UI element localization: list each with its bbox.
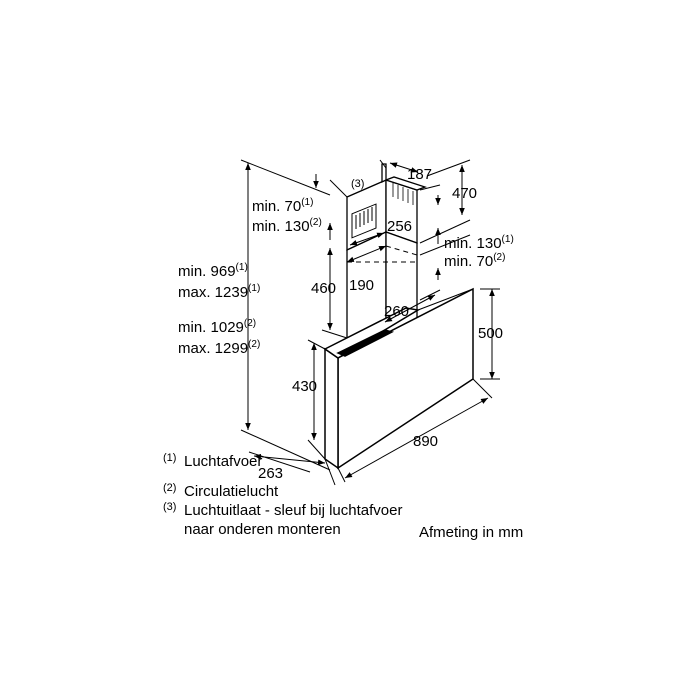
dimension-460: 460 bbox=[311, 280, 336, 297]
legend-item-2: (2) Circulatielucht bbox=[163, 482, 402, 501]
label-min-1029: min. 1029(2) bbox=[178, 318, 256, 336]
legend-number: (2) bbox=[163, 482, 177, 494]
label-min-70-left: min. 70(1) bbox=[252, 197, 313, 215]
legend-text: Luchtafvoer bbox=[184, 453, 263, 470]
dimension-263: 263 bbox=[258, 465, 283, 482]
label-max-1239: max. 1239(1) bbox=[178, 283, 260, 301]
dimension-190: 190 bbox=[349, 277, 374, 294]
legend: (1) Luchtafvoer (2) Circulatielucht (3) … bbox=[163, 452, 402, 539]
legend-item-1: (1) Luchtafvoer bbox=[163, 452, 402, 471]
units-note: Afmeting in mm bbox=[419, 524, 524, 541]
label-min-70-right: min. 70(2) bbox=[444, 252, 505, 270]
legend-number: (1) bbox=[163, 452, 177, 464]
legend-text: Circulatielucht bbox=[184, 483, 279, 500]
marker-3: (3) bbox=[351, 178, 364, 190]
label-max-1299: max. 1299(2) bbox=[178, 339, 260, 357]
legend-continuation: naar onderen monteren bbox=[184, 521, 341, 538]
dimension-470: 470 bbox=[452, 185, 477, 202]
legend-text: Luchtuitlaat - sleuf bij luchtafvoer bbox=[184, 502, 403, 519]
label-min-130-left: min. 130(2) bbox=[252, 217, 322, 235]
dimension-500: 500 bbox=[478, 325, 503, 342]
dimension-lines bbox=[240, 159, 500, 486]
label-min-130-right: min. 130(1) bbox=[444, 234, 514, 252]
dimension-260: 260 bbox=[384, 303, 409, 320]
legend-item-3: (3) Luchtuitlaat - sleuf bij luchtafvoer bbox=[163, 501, 402, 520]
legend-number: (3) bbox=[163, 501, 177, 513]
label-min-969: min. 969(1) bbox=[178, 262, 248, 280]
dimension-890: 890 bbox=[413, 433, 438, 450]
chimney-top-grille-icon bbox=[392, 183, 414, 205]
dimension-430: 430 bbox=[292, 378, 317, 395]
dimension-256: 256 bbox=[387, 218, 412, 235]
dimension-187: 187 bbox=[407, 166, 432, 183]
